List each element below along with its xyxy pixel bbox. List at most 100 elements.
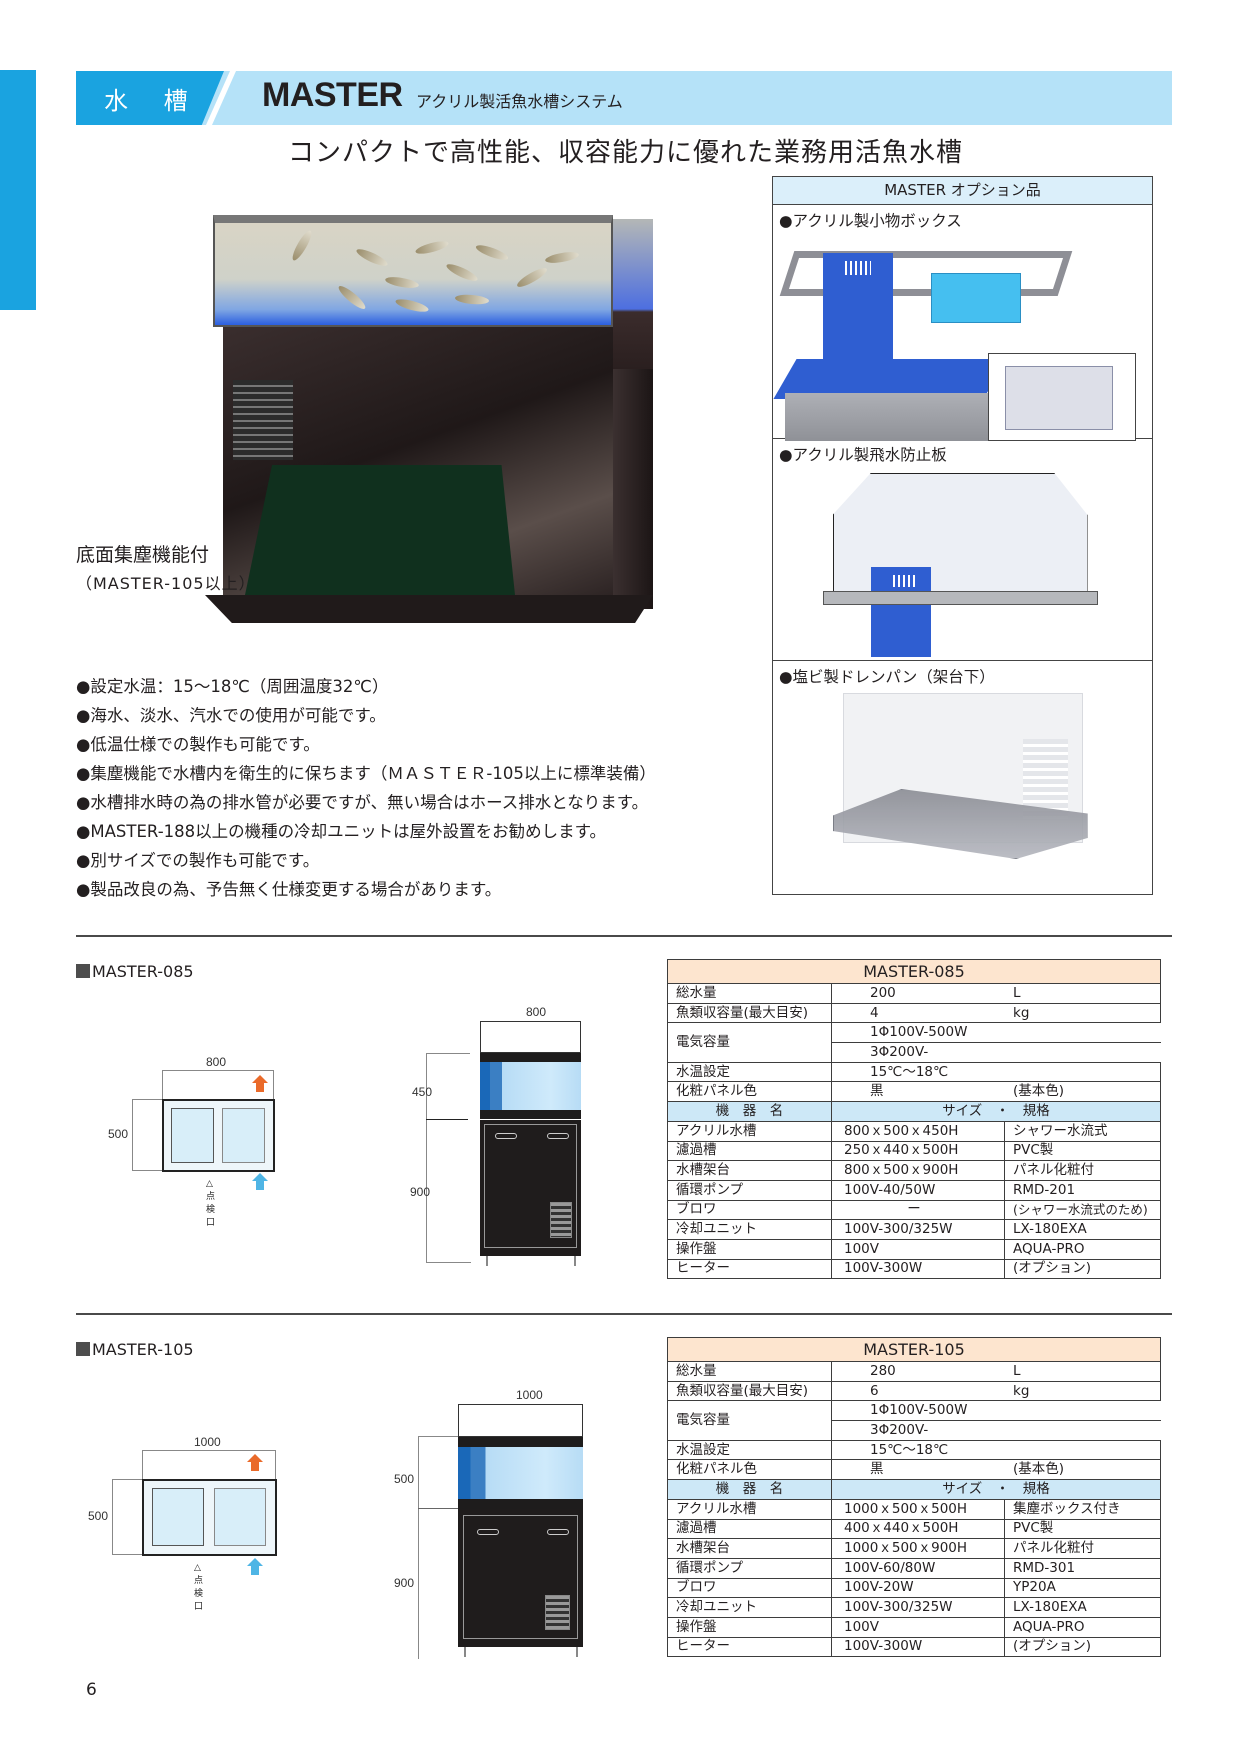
model-name: MASTER-085 bbox=[92, 962, 194, 981]
equipment-name: ヒーター bbox=[667, 1258, 832, 1280]
spec-table-title: MASTER-085 bbox=[667, 959, 1161, 984]
category-tag: 水 槽 bbox=[76, 71, 224, 125]
feature-item: ●水槽排水時の為の排水管が必要ですが、無い場合はホース排水となります。 bbox=[76, 793, 649, 812]
caption-feature: 底面集塵機能付 bbox=[76, 544, 210, 566]
plan-width-label: 1000 bbox=[194, 1435, 221, 1449]
equipment-spec: RMD-201 bbox=[1004, 1179, 1161, 1201]
plan-depth-label: 500 bbox=[108, 1127, 129, 1141]
feature-item: ●製品改良の為、予告無く仕様変更する場合があります。 bbox=[76, 880, 502, 899]
inspection-port-label: △点検口 bbox=[206, 1179, 216, 1228]
spec-note: (基本色) bbox=[1004, 1459, 1161, 1481]
spec-label: 総水量 bbox=[667, 1361, 832, 1382]
option-drain-pan: ●塩ビ製ドレンパン（架台下） bbox=[773, 661, 1152, 893]
equipment-spec-header: サイズ ・ 規格 bbox=[831, 1479, 1161, 1500]
equipment-spec: パネル化粧付 bbox=[1004, 1160, 1161, 1181]
spec-value: 280 bbox=[831, 1361, 1005, 1382]
equipment-size: 100V-300W bbox=[831, 1258, 1005, 1280]
spec-label: 電気容量 bbox=[667, 1022, 832, 1063]
inlet-arrow-icon bbox=[252, 1173, 268, 1181]
equipment-spec: PVC製 bbox=[1004, 1140, 1161, 1162]
spec-label: 化粧パネル色 bbox=[667, 1081, 832, 1103]
equipment-name: ブロワ bbox=[667, 1199, 832, 1221]
equipment-spec: RMD-301 bbox=[1004, 1557, 1161, 1579]
elevation-width-label: 800 bbox=[526, 1005, 547, 1019]
option-splash-guard: ●アクリル製飛水防止板 bbox=[773, 439, 1152, 661]
side-accent-bar bbox=[0, 70, 36, 310]
spec-note: (基本色) bbox=[1004, 1081, 1161, 1103]
inlet-arrow-icon bbox=[247, 1558, 263, 1566]
feature-item: ●低温仕様での製作も可能です。 bbox=[76, 735, 320, 754]
equipment-name: 操作盤 bbox=[667, 1616, 832, 1638]
equipment-size: 100V-20W bbox=[831, 1577, 1005, 1599]
spec-row: 総水量 200 L bbox=[667, 983, 1161, 1004]
equipment-spec: (オプション) bbox=[1004, 1258, 1161, 1280]
equipment-name: 冷却ユニット bbox=[667, 1597, 832, 1618]
equipment-header: 機 器 名 サイズ ・ 規格 bbox=[667, 1101, 1161, 1122]
feature-item: ●海水、淡水、汽水での使用が可能です。 bbox=[76, 706, 386, 725]
equipment-name: 操作盤 bbox=[667, 1238, 832, 1260]
equipment-spec: AQUA-PRO bbox=[1004, 1616, 1161, 1638]
tank-height-label: 500 bbox=[394, 1472, 415, 1486]
feature-list: ●設定水温：15～18℃（周囲温度32℃） ●海水、淡水、汽水での使用が可能です… bbox=[76, 672, 656, 904]
spec-value: 黒 bbox=[831, 1459, 1005, 1481]
feature-item: ●設定水温：15～18℃（周囲温度32℃） bbox=[76, 677, 389, 696]
tank-side bbox=[613, 219, 653, 369]
caption-note: （MASTER-105以上） bbox=[76, 574, 256, 593]
spec-row: 魚類収容量(最大目安) 4 kg bbox=[667, 1002, 1161, 1024]
equipment-size: 1000ｘ500ｘ900H bbox=[831, 1538, 1005, 1559]
plan-depth-label: 500 bbox=[88, 1509, 109, 1523]
spec-label: 電気容量 bbox=[667, 1400, 832, 1441]
options-panel: MASTER オプション品 ●アクリル製小物ボックス ●アクリル製飛水防止板 ●… bbox=[772, 176, 1153, 895]
drain-pan-illustration bbox=[832, 689, 1093, 889]
model-name: MASTER-105 bbox=[92, 1340, 194, 1359]
equipment-spec: (オプション) bbox=[1004, 1636, 1161, 1658]
outlet-arrow-icon bbox=[247, 1454, 263, 1462]
feature-item: ●別サイズでの製作も可能です。 bbox=[76, 851, 320, 870]
equipment-size: 250ｘ440ｘ500H bbox=[831, 1140, 1005, 1162]
equipment-size: ー bbox=[831, 1199, 1005, 1221]
inspection-port-label: △点検口 bbox=[194, 1563, 204, 1612]
section-divider bbox=[76, 1313, 1172, 1315]
spec-label: 化粧パネル色 bbox=[667, 1459, 832, 1481]
section-divider bbox=[76, 935, 1172, 937]
spec-value: 200 bbox=[831, 983, 1005, 1004]
spec-value: 1Φ100V-500W bbox=[831, 1400, 1161, 1422]
spec-value: 3Φ200V- bbox=[831, 1420, 1161, 1441]
spec-value: 4 bbox=[831, 1002, 1005, 1024]
equipment-name: 循環ポンプ bbox=[667, 1179, 832, 1201]
equipment-spec: PVC製 bbox=[1004, 1518, 1161, 1540]
options-title: MASTER オプション品 bbox=[773, 177, 1152, 205]
equipment-name: ブロワ bbox=[667, 1577, 832, 1599]
page-number: 6 bbox=[86, 1680, 97, 1700]
tank-height-label: 450 bbox=[412, 1085, 433, 1099]
equipment-name: 濾過槽 bbox=[667, 1518, 832, 1540]
spec-row: 化粧パネル色 黒 (基本色) bbox=[667, 1459, 1161, 1481]
spec-label: 水温設定 bbox=[667, 1439, 832, 1461]
splash-guard-illustration bbox=[822, 467, 1103, 657]
equipment-name-header: 機 器 名 bbox=[667, 1101, 832, 1122]
spec-table-title: MASTER-105 bbox=[667, 1337, 1161, 1362]
product-photo bbox=[205, 205, 665, 630]
spec-label: 魚類収容量(最大目安) bbox=[667, 1002, 832, 1024]
equipment-name: アクリル水槽 bbox=[667, 1498, 832, 1520]
equipment-size: 100V bbox=[831, 1238, 1005, 1260]
spec-value: 3Φ200V- bbox=[831, 1042, 1161, 1063]
spec-row: 魚類収容量(最大目安) 6 kg bbox=[667, 1380, 1161, 1402]
spec-label: 魚類収容量(最大目安) bbox=[667, 1380, 832, 1402]
spec-row: 電気容量 1Φ100V-500W bbox=[667, 1400, 1161, 1441]
cabinet-side bbox=[613, 369, 653, 609]
feature-item: ●MASTER-188以上の機種の冷却ユニットは屋外設置をお勧めします。 bbox=[76, 822, 606, 841]
equipment-name: 水槽架台 bbox=[667, 1538, 832, 1559]
option-label: ●アクリル製小物ボックス bbox=[779, 212, 962, 230]
square-bullet-icon bbox=[76, 964, 90, 978]
brand-name: MASTER bbox=[262, 76, 403, 114]
spec-unit: kg bbox=[1004, 1380, 1161, 1402]
